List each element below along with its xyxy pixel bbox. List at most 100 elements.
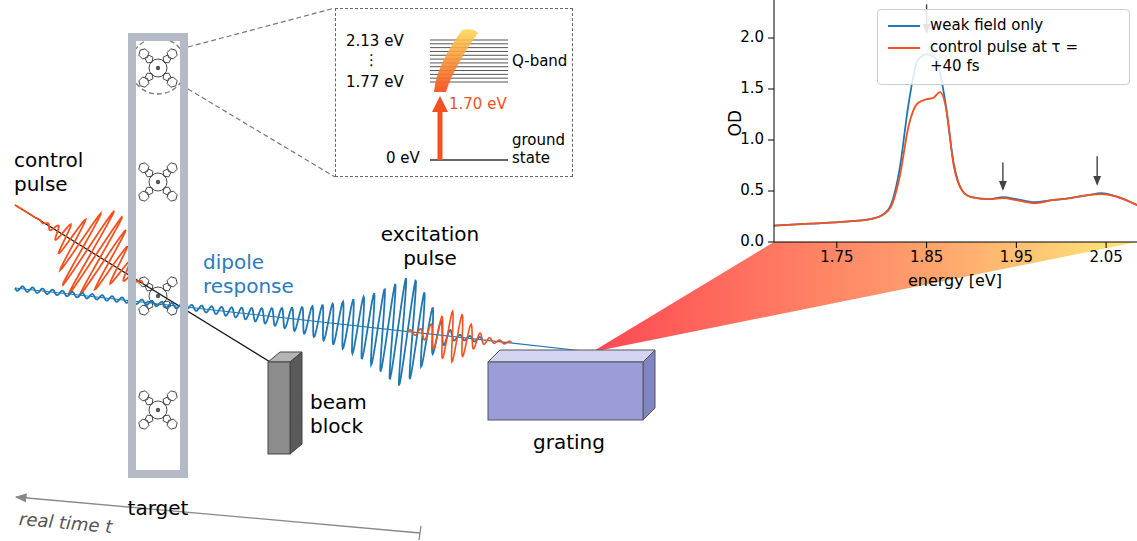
beam-block-side: [290, 352, 302, 454]
pulse-label: excitation pulse: [372, 222, 488, 270]
spectrum-control: [774, 92, 1137, 226]
excitation-arrow: [438, 104, 443, 160]
pyrrole-ring: [145, 187, 153, 195]
tick-label: 2.05: [1076, 248, 1136, 266]
grating-node: grating: [488, 350, 655, 420]
metal-center: [156, 180, 160, 184]
phthalocyanine-molecule: [139, 163, 177, 201]
grating-symbol: [488, 350, 655, 420]
phthalocyanine-molecule: [139, 277, 177, 315]
q-band-level: [430, 55, 508, 56]
pyrrole-ring: [145, 415, 153, 423]
beam-block-front: [268, 362, 290, 454]
pyrrole-ring: [163, 187, 171, 195]
benzene-ring: [167, 163, 177, 173]
macrocycle: [149, 401, 167, 419]
tick-label: 1.5: [700, 79, 764, 97]
tick-label: 1.85: [897, 248, 957, 266]
benzene-ring: [167, 419, 177, 429]
time-axis-tick: [419, 526, 421, 540]
tick-label: 1.0: [700, 130, 764, 148]
control-pulse-wave: [15, 205, 143, 295]
benzene-ring: [167, 191, 177, 201]
grating-top: [488, 350, 655, 362]
excitation-flame: [434, 29, 478, 92]
time-axis-label: real time t: [18, 508, 113, 538]
pyrrole-ring: [163, 169, 171, 177]
beam-block-node: beam block: [268, 352, 302, 454]
tick-mark: [1016, 242, 1017, 248]
tick-label: 1.95: [986, 248, 1046, 266]
legend-sample-line: [888, 47, 920, 49]
benzene-ring: [139, 391, 149, 401]
pyrrole-ring: [163, 73, 171, 81]
beam-block-symbol: [268, 352, 302, 454]
highlight-circle: [130, 38, 186, 94]
pyrrole-ring: [163, 415, 171, 423]
level-label: 2.13 eV: [346, 32, 404, 50]
legend-text: weak field only: [930, 16, 1043, 35]
q-band-level: [430, 47, 508, 48]
tick-mark: [836, 242, 837, 248]
pyrrole-ring: [163, 397, 171, 405]
leader-connector: [188, 8, 335, 177]
pyrrole-ring: [145, 73, 153, 81]
benzene-ring: [167, 391, 177, 401]
macrocycle: [149, 173, 167, 191]
pyrrole-ring: [145, 397, 153, 405]
pulse-label: control pulse: [14, 148, 94, 196]
pyrrole-ring: [145, 169, 153, 177]
tick-label: 2.0: [700, 28, 764, 46]
tick-mark: [768, 89, 774, 90]
benzene-ring: [167, 277, 177, 287]
legend-sample-line: [888, 25, 920, 27]
macrocycle: [149, 59, 167, 77]
pyrrole-ring: [145, 55, 153, 63]
target-frame: target: [128, 33, 188, 478]
benzene-ring: [139, 163, 149, 173]
metal-center: [156, 66, 160, 70]
feature-arrow: [1096, 156, 1097, 184]
beam-block-label: beam block: [310, 390, 372, 438]
tick-mark: [768, 191, 774, 192]
axis-title: energy [eV]: [905, 271, 1005, 290]
q-band-level: [430, 59, 508, 60]
pyrrole-ring: [163, 283, 171, 291]
tick-mark: [926, 242, 927, 248]
target-label: target: [128, 496, 189, 520]
benzene-ring: [139, 419, 149, 429]
energy-inset: 2.13 eV⋮1.77 eVQ-band1.70 eV0 eVground s…: [335, 8, 573, 177]
benzene-ring: [139, 49, 149, 59]
level-label: 1.77 eV: [346, 73, 404, 91]
tick-label: 1.75: [807, 248, 867, 266]
grating-front: [488, 362, 643, 420]
level-label: ⋮: [364, 51, 379, 69]
level-label: Q-band: [512, 52, 567, 70]
benzene-ring: [139, 191, 149, 201]
grating-side: [643, 350, 655, 420]
tick-mark: [768, 140, 774, 141]
pyrrole-ring: [163, 55, 171, 63]
phthalocyanine-molecule: [139, 49, 177, 87]
tick-label: 0.0: [700, 232, 764, 250]
legend-box: weak field only control pulse at τ = +40 …: [877, 9, 1130, 85]
feature-arrow: [1002, 162, 1003, 189]
y-axis-spine: [774, 0, 775, 242]
dipole-label: dipole response: [203, 250, 303, 298]
benzene-ring: [139, 305, 149, 315]
energy-level-scheme: [430, 29, 508, 160]
benzene-ring: [167, 49, 177, 59]
level-label: 1.70 eV: [449, 95, 507, 113]
benzene-ring: [167, 77, 177, 87]
legend-text: control pulse at τ = +40 fs: [930, 38, 1080, 76]
tick-label: 0.5: [700, 181, 764, 199]
tick-mark: [768, 38, 774, 39]
phthalocyanine-molecule: [139, 391, 177, 429]
dispersed-light-fan: [592, 242, 1137, 352]
benzene-ring: [139, 77, 149, 87]
legend-entry: control pulse at τ = +40 fs: [930, 38, 1121, 76]
legend-entry: weak field only: [930, 16, 1121, 35]
x-axis-spine: [774, 242, 1137, 243]
